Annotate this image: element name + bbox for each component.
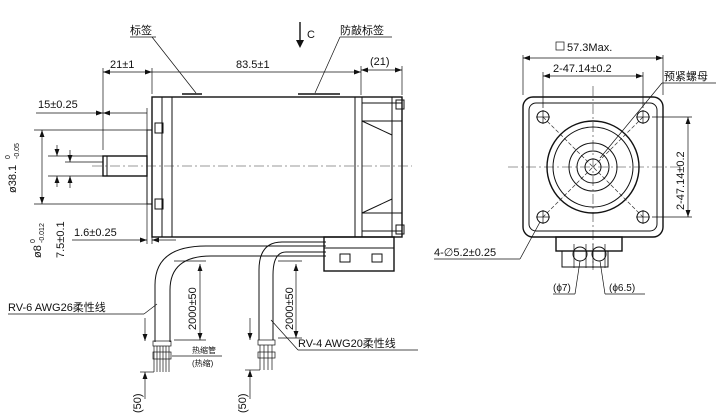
label-anti-tamper: 防敲标签 — [340, 23, 384, 37]
section-mark-c: C — [307, 29, 315, 41]
shaft-end — [584, 158, 602, 176]
pilot-diameter — [546, 120, 640, 214]
dim-21: 21±1 — [110, 59, 134, 71]
dim-38-1: ø38.1 — [7, 165, 19, 193]
power-wire-ends — [257, 339, 276, 370]
dim-21-ref: (21) — [370, 56, 390, 68]
side-view: 21±1 83.5±1 (21) 15±0.25 ø38.1 0 -0.05 ø… — [5, 22, 418, 413]
dim-57-3: 57.3Max. — [567, 42, 612, 54]
dim-50-signal: (50) — [132, 393, 144, 413]
signal-cable — [154, 245, 326, 342]
dim-83-5: 83.5±1 — [236, 59, 270, 71]
label-power-cable: RV-4 AWG20柔性线 — [298, 336, 396, 350]
svg-text:-0.05: -0.05 — [14, 143, 21, 159]
dim-15: 15±0.25 — [38, 99, 78, 111]
dim-phi7: (ϕ7) — [553, 283, 571, 294]
dim-holes: 4-∅5.2±0.25 — [434, 247, 496, 259]
label-heat-shrink-note: (热缩) — [192, 358, 214, 368]
label-nameplate: 标签 — [130, 23, 152, 37]
dim-47-14-v: 2-47.14±0.2 — [675, 151, 687, 210]
label-heat-shrink: 热缩管 — [192, 345, 216, 355]
square-symbol — [555, 41, 565, 51]
dim-2000-signal: 2000±50 — [187, 287, 199, 330]
front-view: 57.3Max. 2-47.14±0.2 2-47.14±0.2 预紧螺母 4-… — [434, 41, 716, 295]
front-connector — [555, 236, 623, 268]
mounting-holes — [536, 110, 650, 224]
motor-body-outline — [151, 96, 403, 238]
svg-text:0: 0 — [5, 155, 12, 159]
dim-1-6: 1.6±0.25 — [74, 227, 117, 239]
dim-8: ø8 — [32, 245, 44, 258]
dim-2000-power: 2000±50 — [284, 287, 296, 330]
dim-7-5: 7.5±0.1 — [55, 221, 67, 258]
label-signal-cable: RV-6 AWG26柔性线 — [8, 300, 106, 314]
svg-text:-0.012: -0.012 — [39, 223, 46, 243]
dim-phi6-5: (ϕ6.5) — [609, 283, 635, 294]
svg-text:0: 0 — [30, 239, 37, 243]
power-cable — [258, 241, 326, 340]
dim-50-power: (50) — [237, 393, 249, 413]
label-preload-nut: 预紧螺母 — [664, 70, 708, 83]
cable-connector-box — [323, 236, 395, 272]
signal-wire-ends — [152, 340, 172, 372]
dim-47-14-h: 2-47.14±0.2 — [553, 63, 612, 75]
